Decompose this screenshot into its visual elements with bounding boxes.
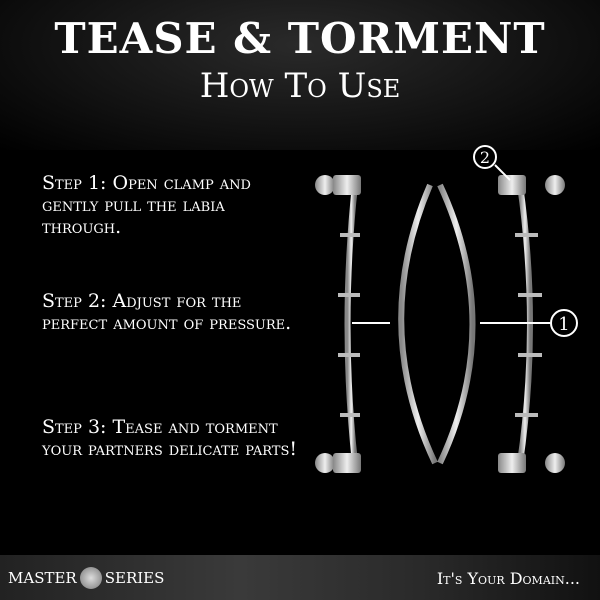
callout-1-label: 1 [558, 314, 569, 335]
header-background [0, 0, 600, 150]
callout-1-marker [550, 309, 578, 337]
callout-2-label: 2 [480, 148, 490, 167]
step-3: Step 3: Tease and torment your partners … [42, 416, 298, 460]
tagline: It's Your Domain... [436, 569, 580, 588]
page-title: TEASE & TORMENT [54, 14, 546, 63]
callout-2-marker [473, 145, 497, 169]
step-1: Step 1: Open clamp and gently pull the l… [42, 172, 251, 238]
product-illustration: 1 2 [315, 145, 578, 473]
step-2: Step 2: Adjust for the perfect amount of… [42, 290, 292, 334]
page-subtitle: How To Use [199, 66, 401, 106]
brand-emblem-icon [79, 567, 102, 589]
